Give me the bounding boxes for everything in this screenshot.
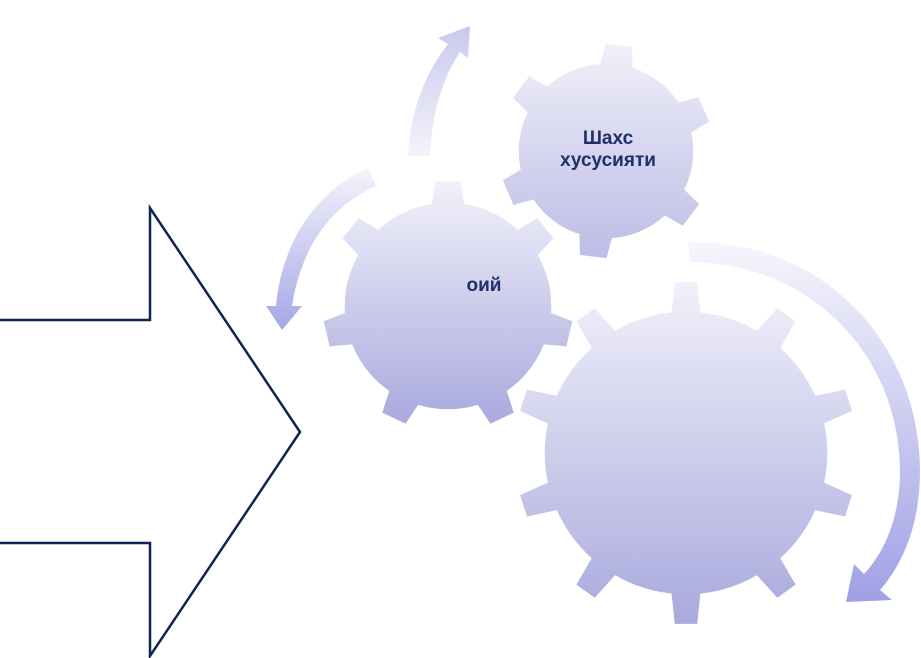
gear-top-label-line-2: хусусияти xyxy=(560,150,656,171)
circular-arrow-right xyxy=(688,241,920,602)
gear-middle-shape xyxy=(322,179,574,426)
gear-bottom xyxy=(518,280,854,626)
circular-arrow-top xyxy=(408,26,470,156)
gear-middle: оий xyxy=(322,179,574,426)
gear-middle-label: оий xyxy=(467,275,502,296)
gear-top-shape xyxy=(501,42,711,260)
block-arrow-right xyxy=(0,203,302,658)
gear-top: Шахс хусусияти xyxy=(501,42,711,260)
circular-arrow-left xyxy=(266,168,376,330)
gear-top-label-line-1: Шахс xyxy=(583,128,634,149)
gear-bottom-shape xyxy=(518,280,854,626)
